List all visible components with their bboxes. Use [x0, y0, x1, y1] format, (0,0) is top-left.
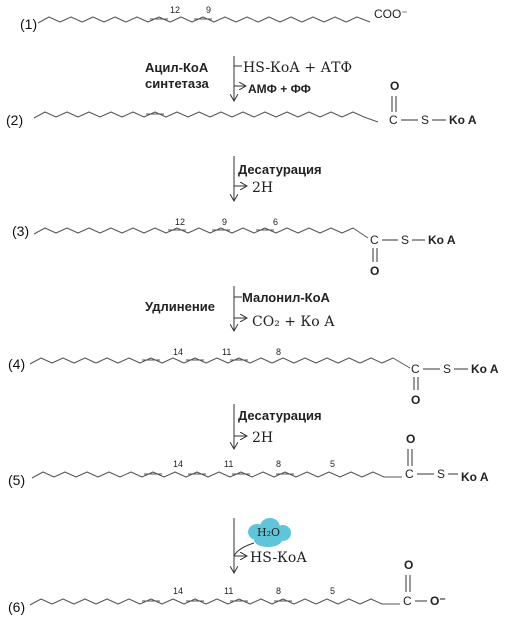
- bond-position: 11: [224, 586, 233, 596]
- compound-2: (2) O C S Ko A: [6, 79, 477, 128]
- bond-position: 9: [206, 5, 211, 15]
- compound-label: (5): [8, 472, 25, 488]
- enzyme-name: Удлинение: [145, 299, 215, 314]
- bond-position: 11: [222, 347, 231, 357]
- compound-label: (6): [8, 599, 25, 615]
- reactant: Малонил-КоА: [242, 290, 331, 305]
- enzyme-name: Десатурация: [238, 162, 322, 177]
- compound-label: (3): [12, 223, 29, 239]
- step-2: Десатурация 2H: [234, 156, 322, 200]
- compound-label: (2): [6, 112, 23, 128]
- bond-position: 8: [276, 586, 281, 596]
- compound-6: (6) 14 11 8 5 O C O⁻: [8, 558, 446, 615]
- enzyme-name: Десатурация: [238, 408, 322, 423]
- reactant-branch: [233, 542, 255, 557]
- sulfur-atom: S: [421, 113, 429, 127]
- reactant: HS-КоА + АТФ: [243, 60, 352, 76]
- coenzyme-a: Ko A: [428, 233, 456, 247]
- enzyme-name: Ацил-КоА: [145, 60, 209, 75]
- compound-4: (4) 14 11 8 C O S Ko A: [8, 347, 499, 407]
- compound-1: (1) 12 9 COO⁻: [20, 5, 408, 32]
- compound-label: (4): [8, 356, 25, 372]
- coenzyme-a: Ko A: [471, 362, 499, 376]
- carbon-chain: [33, 227, 369, 239]
- sulfur-atom: S: [437, 467, 445, 481]
- sulfur-atom: S: [443, 362, 451, 376]
- step-3: Удлинение Малонил-КоА CO₂ + Ко А: [145, 286, 335, 330]
- bond-position: 5: [330, 459, 335, 469]
- bond-position: 8: [276, 459, 281, 469]
- step-1: Ацил-КоА синтетаза HS-КоА + АТФ АМФ + ФФ: [145, 56, 352, 100]
- carbon-atom: C: [370, 233, 379, 247]
- bond-position: 14: [173, 586, 183, 596]
- product: CO₂ + Ко А: [252, 314, 335, 330]
- carboxylate-group: COO⁻: [374, 7, 408, 21]
- water-cloud-icon: [248, 518, 291, 547]
- step-5: H₂O HS-КоА: [234, 518, 307, 572]
- bond-position: 5: [330, 586, 335, 596]
- bond-position: 12: [170, 5, 180, 15]
- carbonyl-oxygen: O: [411, 393, 420, 407]
- coenzyme-a: Ko A: [461, 470, 489, 484]
- product: 2H: [252, 180, 273, 196]
- compound-5: (5) 14 11 8 5 O C S Ko A: [8, 432, 489, 488]
- carbon-atom: C: [389, 113, 398, 127]
- carbonyl-oxygen: O: [370, 264, 379, 278]
- carbon-chain: [37, 16, 371, 24]
- carbon-chain: [29, 357, 411, 369]
- compound-3: (3) 12 9 6 C O S Ko A: [12, 217, 456, 278]
- carbon-atom: C: [405, 467, 414, 481]
- carbon-chain: [33, 111, 379, 123]
- step-4: Десатурация 2H: [234, 404, 322, 448]
- compound-label: (1): [20, 16, 37, 32]
- bond-position: 6: [273, 217, 278, 227]
- product: АМФ + ФФ: [248, 82, 311, 96]
- reactant: H₂O: [257, 526, 280, 539]
- carbon-chain: [31, 471, 402, 479]
- bond-position: 8: [276, 347, 281, 357]
- enzyme-name-line2: синтетаза: [145, 76, 210, 91]
- carbon-atom: C: [411, 362, 420, 376]
- carbonyl-oxygen: O: [406, 432, 415, 446]
- carboxylate-oxygen: O⁻: [430, 594, 446, 608]
- bond-position: 12: [175, 217, 185, 227]
- carbon-chain: [29, 598, 400, 606]
- carbonyl-oxygen: O: [404, 558, 413, 572]
- coenzyme-a: Ko A: [449, 113, 477, 127]
- bond-position: 14: [173, 459, 183, 469]
- bond-position: 11: [224, 459, 233, 469]
- product: 2H: [252, 430, 273, 446]
- bond-position: 9: [222, 217, 227, 227]
- carbon-atom: C: [403, 594, 412, 608]
- carbonyl-oxygen: O: [390, 79, 399, 93]
- bond-position: 14: [173, 347, 183, 357]
- product: HS-КоА: [250, 550, 307, 566]
- sulfur-atom: S: [401, 233, 409, 247]
